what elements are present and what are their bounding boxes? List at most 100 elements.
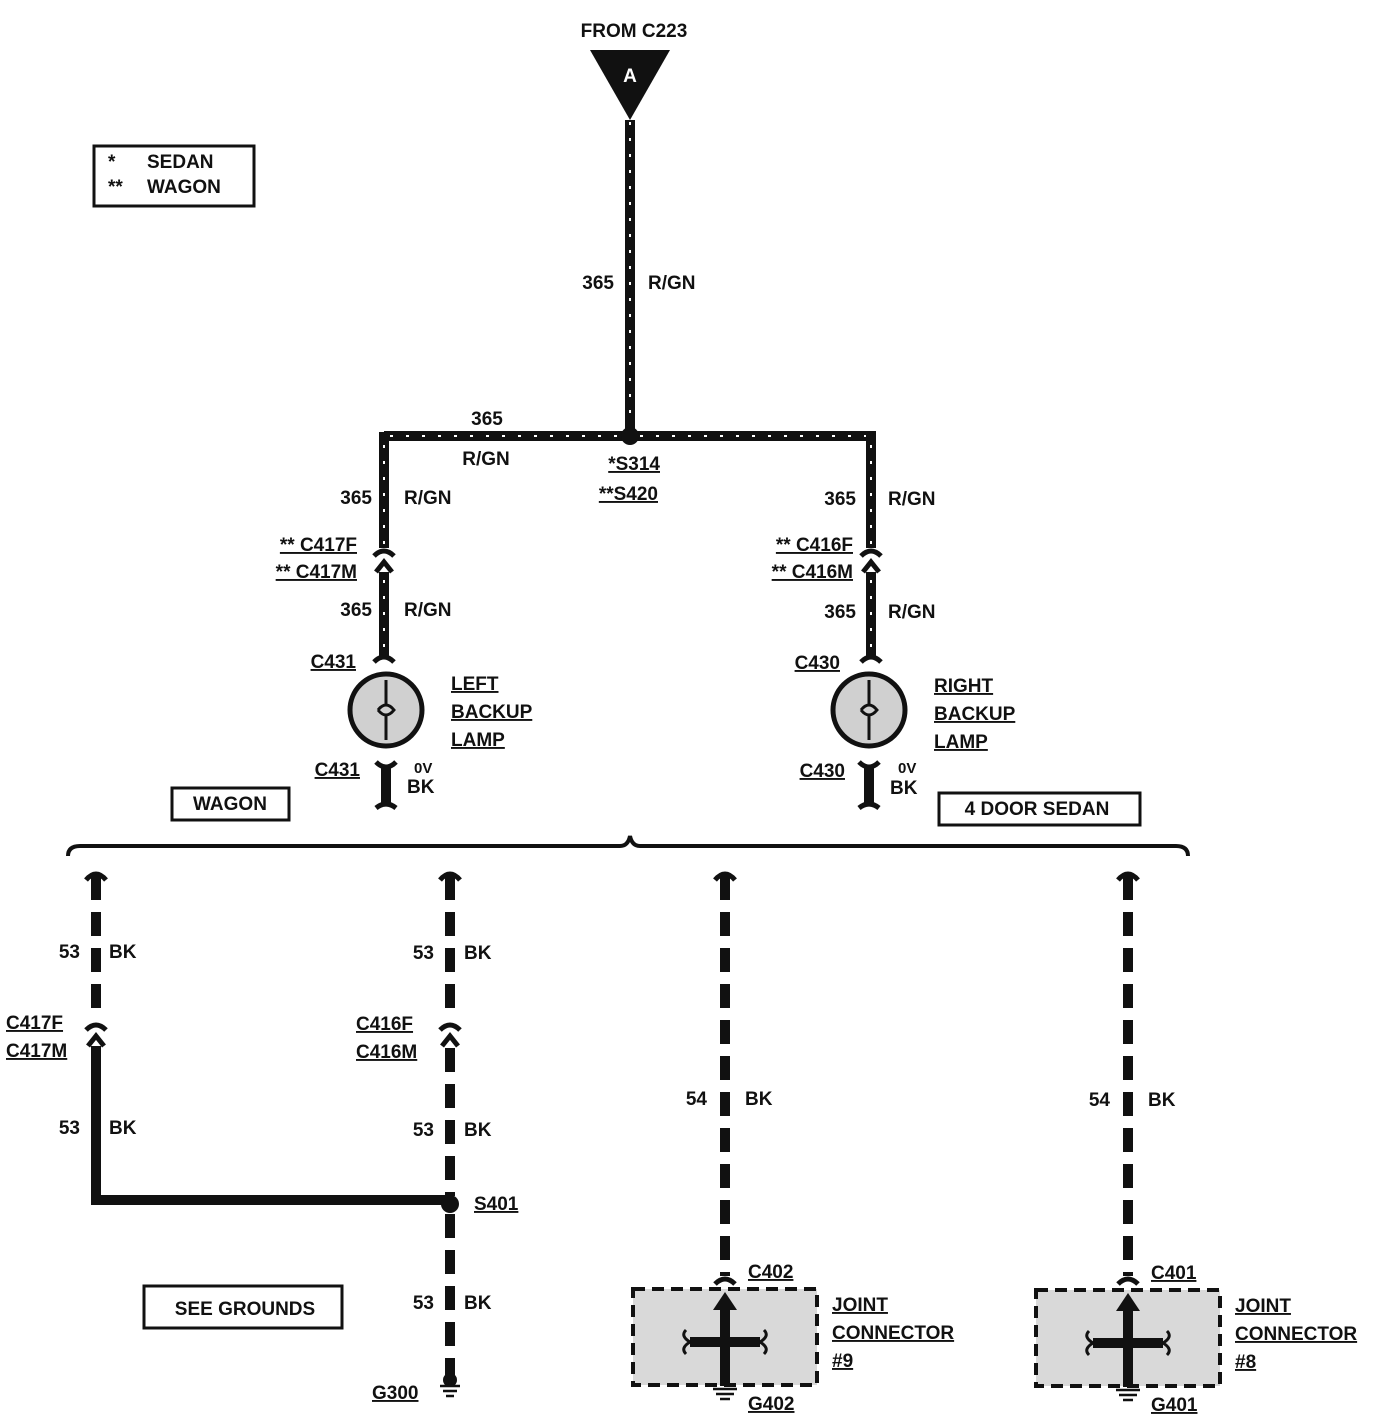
right-lamp-filament-icon <box>859 680 879 740</box>
see-grounds-box <box>142 1284 344 1330</box>
left-lamp-name-2: BACKUP <box>451 702 533 723</box>
right-lamp-ground-end <box>857 801 881 811</box>
wagon-final-circuit: 53 <box>413 1293 434 1314</box>
left-conn-male <box>374 557 394 574</box>
joint-8-name-3: #8 <box>1235 1352 1256 1373</box>
g402-label: G402 <box>748 1394 794 1415</box>
wagon-right-conn-m-label: C416M <box>356 1042 417 1063</box>
sedan-right-conn <box>1116 1276 1140 1286</box>
trunk-color: R/GN <box>648 273 696 294</box>
wagon-left-lower-wire <box>91 1046 450 1205</box>
right-lamp-conn-bottom-label: C430 <box>800 761 845 782</box>
right-lamp-name-1: RIGHT <box>934 676 994 697</box>
sedan-left-color: BK <box>745 1089 773 1110</box>
joint-9-terminals-icon <box>682 1328 768 1356</box>
right-upper-circuit: 365 <box>824 489 856 510</box>
wagon-right-conn-f-label: C416F <box>356 1014 413 1035</box>
left-conn-m-label: ** C417M <box>276 562 357 583</box>
wagon-right-top-cap <box>438 871 462 882</box>
joint-9-arrow <box>713 1292 737 1310</box>
sedan-right-color: BK <box>1148 1090 1176 1111</box>
legend-sedan-label: SEDAN <box>147 152 214 173</box>
legend-wagon-mark: ** <box>108 177 123 198</box>
legend-sedan-mark: * <box>108 152 116 173</box>
right-lamp-bulb <box>830 671 908 749</box>
splice-sedan-label: *S314 <box>608 454 660 475</box>
right-upper-color: R/GN <box>888 489 936 510</box>
wagon-left-lower-color: BK <box>109 1118 137 1139</box>
left-upper-circuit: 365 <box>340 488 372 509</box>
connector-a-triangle <box>590 50 670 120</box>
wagon-right-lower-color: BK <box>464 1120 492 1141</box>
left-lamp-voltage: 0V <box>414 760 432 777</box>
left-lamp-filament-icon <box>376 680 396 740</box>
joint-8-name-2: CONNECTOR <box>1235 1324 1357 1345</box>
wagon-left-upper-color: BK <box>109 942 137 963</box>
left-lamp-name-3: LAMP <box>451 730 505 751</box>
wagon-left-lower-circuit: 53 <box>59 1118 80 1139</box>
wagon-left-top-cap <box>84 871 108 882</box>
left-lamp-ground-color: BK <box>407 777 435 798</box>
joint-9-name-3: #9 <box>832 1351 853 1372</box>
left-conn-female <box>372 548 396 558</box>
g402-ground-icon <box>713 1387 737 1401</box>
bus-circuit: 365 <box>471 409 503 430</box>
g401-ground-icon <box>1116 1388 1140 1402</box>
joint-8-name-1: JOINT <box>1235 1296 1291 1317</box>
wagon-left-upper-circuit: 53 <box>59 942 80 963</box>
left-lamp-bulb <box>347 671 425 749</box>
right-lamp-ground-color: BK <box>890 778 918 799</box>
right-lower-color: R/GN <box>888 602 936 623</box>
s401-splice-dot <box>441 1195 459 1213</box>
wagon-left-conn-male <box>86 1031 106 1048</box>
right-conn-female <box>859 548 883 558</box>
left-lower-circuit: 365 <box>340 600 372 621</box>
splice-wagon-label: **S420 <box>599 484 658 505</box>
legend-box <box>92 144 256 208</box>
s401-splice-label: S401 <box>474 1194 519 1215</box>
sedan-right-top-cap <box>1116 871 1140 882</box>
left-lamp-conn-top-label: C431 <box>311 652 357 673</box>
sedan-variant-box <box>937 791 1142 827</box>
joint-9-name-1: JOINT <box>832 1295 888 1316</box>
g300-label: G300 <box>372 1383 418 1404</box>
joint-8-terminals-icon <box>1085 1329 1171 1357</box>
wagon-left-conn-m-label: C417M <box>6 1041 67 1062</box>
right-lamp-conn-top-label: C430 <box>795 653 840 674</box>
wagon-left-conn-f-label: C417F <box>6 1013 63 1034</box>
right-lower-circuit: 365 <box>824 602 856 623</box>
see-grounds-label: SEE GROUNDS <box>175 1299 315 1320</box>
sedan-left-circuit: 54 <box>686 1089 708 1110</box>
wagon-right-conn-female <box>438 1022 462 1032</box>
wagon-variant-label: WAGON <box>193 794 267 815</box>
joint-8-arrow <box>1116 1293 1140 1311</box>
left-lamp-conn-bottom <box>374 760 398 770</box>
sedan-right-circuit: 54 <box>1089 1090 1111 1111</box>
joint-9-name-2: CONNECTOR <box>832 1323 954 1344</box>
g401-label: G401 <box>1151 1395 1198 1416</box>
bus-color: R/GN <box>462 449 510 470</box>
right-lamp-name-3: LAMP <box>934 732 988 753</box>
c401-label: C401 <box>1151 1263 1197 1284</box>
left-lower-color: R/GN <box>404 600 452 621</box>
g300-ground-icon <box>440 1380 460 1398</box>
right-conn-m-label: ** C416M <box>772 562 853 583</box>
connector-a-letter: A <box>623 66 637 87</box>
sedan-left-top-cap <box>713 871 737 882</box>
wagon-right-upper-color: BK <box>464 943 492 964</box>
wagon-left-conn-female <box>84 1022 108 1032</box>
c402-label: C402 <box>748 1262 793 1283</box>
right-lamp-name-2: BACKUP <box>934 704 1016 725</box>
right-conn-male <box>861 557 881 574</box>
trunk-circuit: 365 <box>582 273 614 294</box>
left-lamp-conn-bottom-label: C431 <box>315 760 361 781</box>
legend-wagon-label: WAGON <box>147 177 221 198</box>
right-lamp-conn-bottom <box>857 760 881 770</box>
wagon-right-upper-circuit: 53 <box>413 943 434 964</box>
sedan-variant-label: 4 DOOR SEDAN <box>965 799 1110 820</box>
left-lamp-name-1: LEFT <box>451 674 499 695</box>
left-lamp-ground-end <box>374 801 398 811</box>
right-lamp-conn-top <box>859 654 883 664</box>
